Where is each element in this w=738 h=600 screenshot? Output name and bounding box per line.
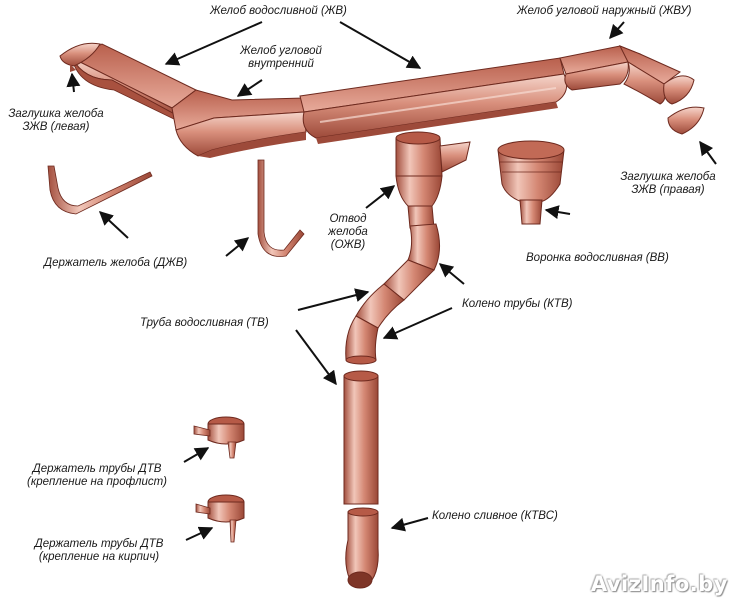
gutter-outlet [395, 131, 471, 229]
label-pipe-holder-prof: Держатель трубы ДТВ (крепление на профли… [8, 463, 186, 489]
arrow-gutter-right [339, 21, 422, 69]
label-outer-corner: Желоб угловой наружный (ЖВУ) [517, 5, 692, 17]
label-pipe-elbow: Колено трубы (КТВ) [462, 298, 573, 310]
label-gutter-holder: Держатель желоба (ДЖВ) [44, 257, 188, 269]
label-pipe-holder-brick-line1: Держатель трубы ДТВ [34, 538, 164, 550]
funnel [497, 140, 565, 225]
label-end-cap-right-line2: ЗЖВ (правая) [631, 184, 705, 196]
label-end-cap-right-line1: Заглушка желоба [620, 171, 716, 183]
arrow-elbow-lower [382, 307, 453, 340]
label-outlet-line2: желоба [328, 226, 368, 238]
arrow-gutter-left [164, 21, 263, 66]
label-outlet-line3: (ОЖВ) [330, 239, 366, 251]
inner-corner-gutter [171, 89, 307, 158]
pipe-elbow-lower [345, 315, 379, 365]
end-cap-right [667, 106, 705, 135]
gutter-holder-left [47, 165, 153, 215]
pipe-elbow-upper [355, 223, 440, 329]
label-outlet: Отвод желоба (ОЖВ) [322, 213, 374, 252]
outer-corner-gutter [559, 45, 695, 105]
label-pipe-holder-prof-line2: (крепление на профлист) [26, 476, 167, 488]
watermark: AvizInfo.by [590, 572, 728, 596]
label-end-cap-left-line1: Заглушка желоба [8, 108, 104, 120]
label-pipe-holder-prof-line1: Держатель трубы ДТВ [32, 463, 162, 475]
arrow-downpipe-lower [295, 329, 337, 386]
arrow-pipe-holder-brick [185, 526, 214, 541]
label-outlet-line1: Отвод [329, 213, 367, 225]
arrow-end-cap-right [699, 140, 717, 165]
arrow-gutter-holder-left [98, 211, 129, 239]
label-end-cap-left: Заглушка желоба ЗЖВ (левая) [0, 108, 112, 134]
label-inner-corner: Желоб угловой внутренний [236, 45, 326, 71]
label-pipe-holder-brick-line2: (крепление на кирпич) [38, 551, 160, 563]
arrow-funnel [544, 205, 571, 219]
arrow-gutter-holder-middle [225, 237, 250, 257]
arrow-downpipe-upper [297, 288, 370, 311]
label-gutter: Желоб водосливной (ЖВ) [210, 5, 347, 17]
arrow-pipe-holder-prof [183, 447, 210, 463]
pipe-holder-brick [195, 494, 245, 543]
arrow-drain-elbow [390, 517, 429, 532]
arrow-outlet [365, 185, 396, 209]
label-funnel: Воронка водосливная (ВВ) [526, 252, 669, 264]
arrow-elbow-upper [438, 263, 465, 285]
arrow-outer-corner [609, 21, 625, 40]
pipe-holder-profnastil [193, 416, 245, 459]
label-drain-elbow: Колено сливное (КТВС) [432, 510, 558, 522]
leader-arrows [66, 21, 717, 541]
gutter-straight [299, 57, 568, 144]
label-inner-corner-line1: Желоб угловой [240, 45, 322, 57]
end-cap-left [59, 42, 101, 72]
arrow-end-cap-left [66, 72, 81, 93]
label-inner-corner-line2: внутренний [248, 58, 314, 70]
gutter-holder-middle [257, 159, 305, 257]
label-downpipe: Труба водосливная (ТВ) [140, 317, 269, 329]
label-pipe-holder-brick: Держатель трубы ДТВ (крепление на кирпич… [14, 538, 184, 564]
downpipe [343, 370, 379, 505]
label-end-cap-left-line2: ЗЖВ (левая) [22, 121, 90, 133]
label-end-cap-right: Заглушка желоба ЗЖВ (правая) [612, 171, 724, 197]
arrow-inner-corner [236, 79, 263, 97]
drain-elbow [345, 507, 379, 589]
